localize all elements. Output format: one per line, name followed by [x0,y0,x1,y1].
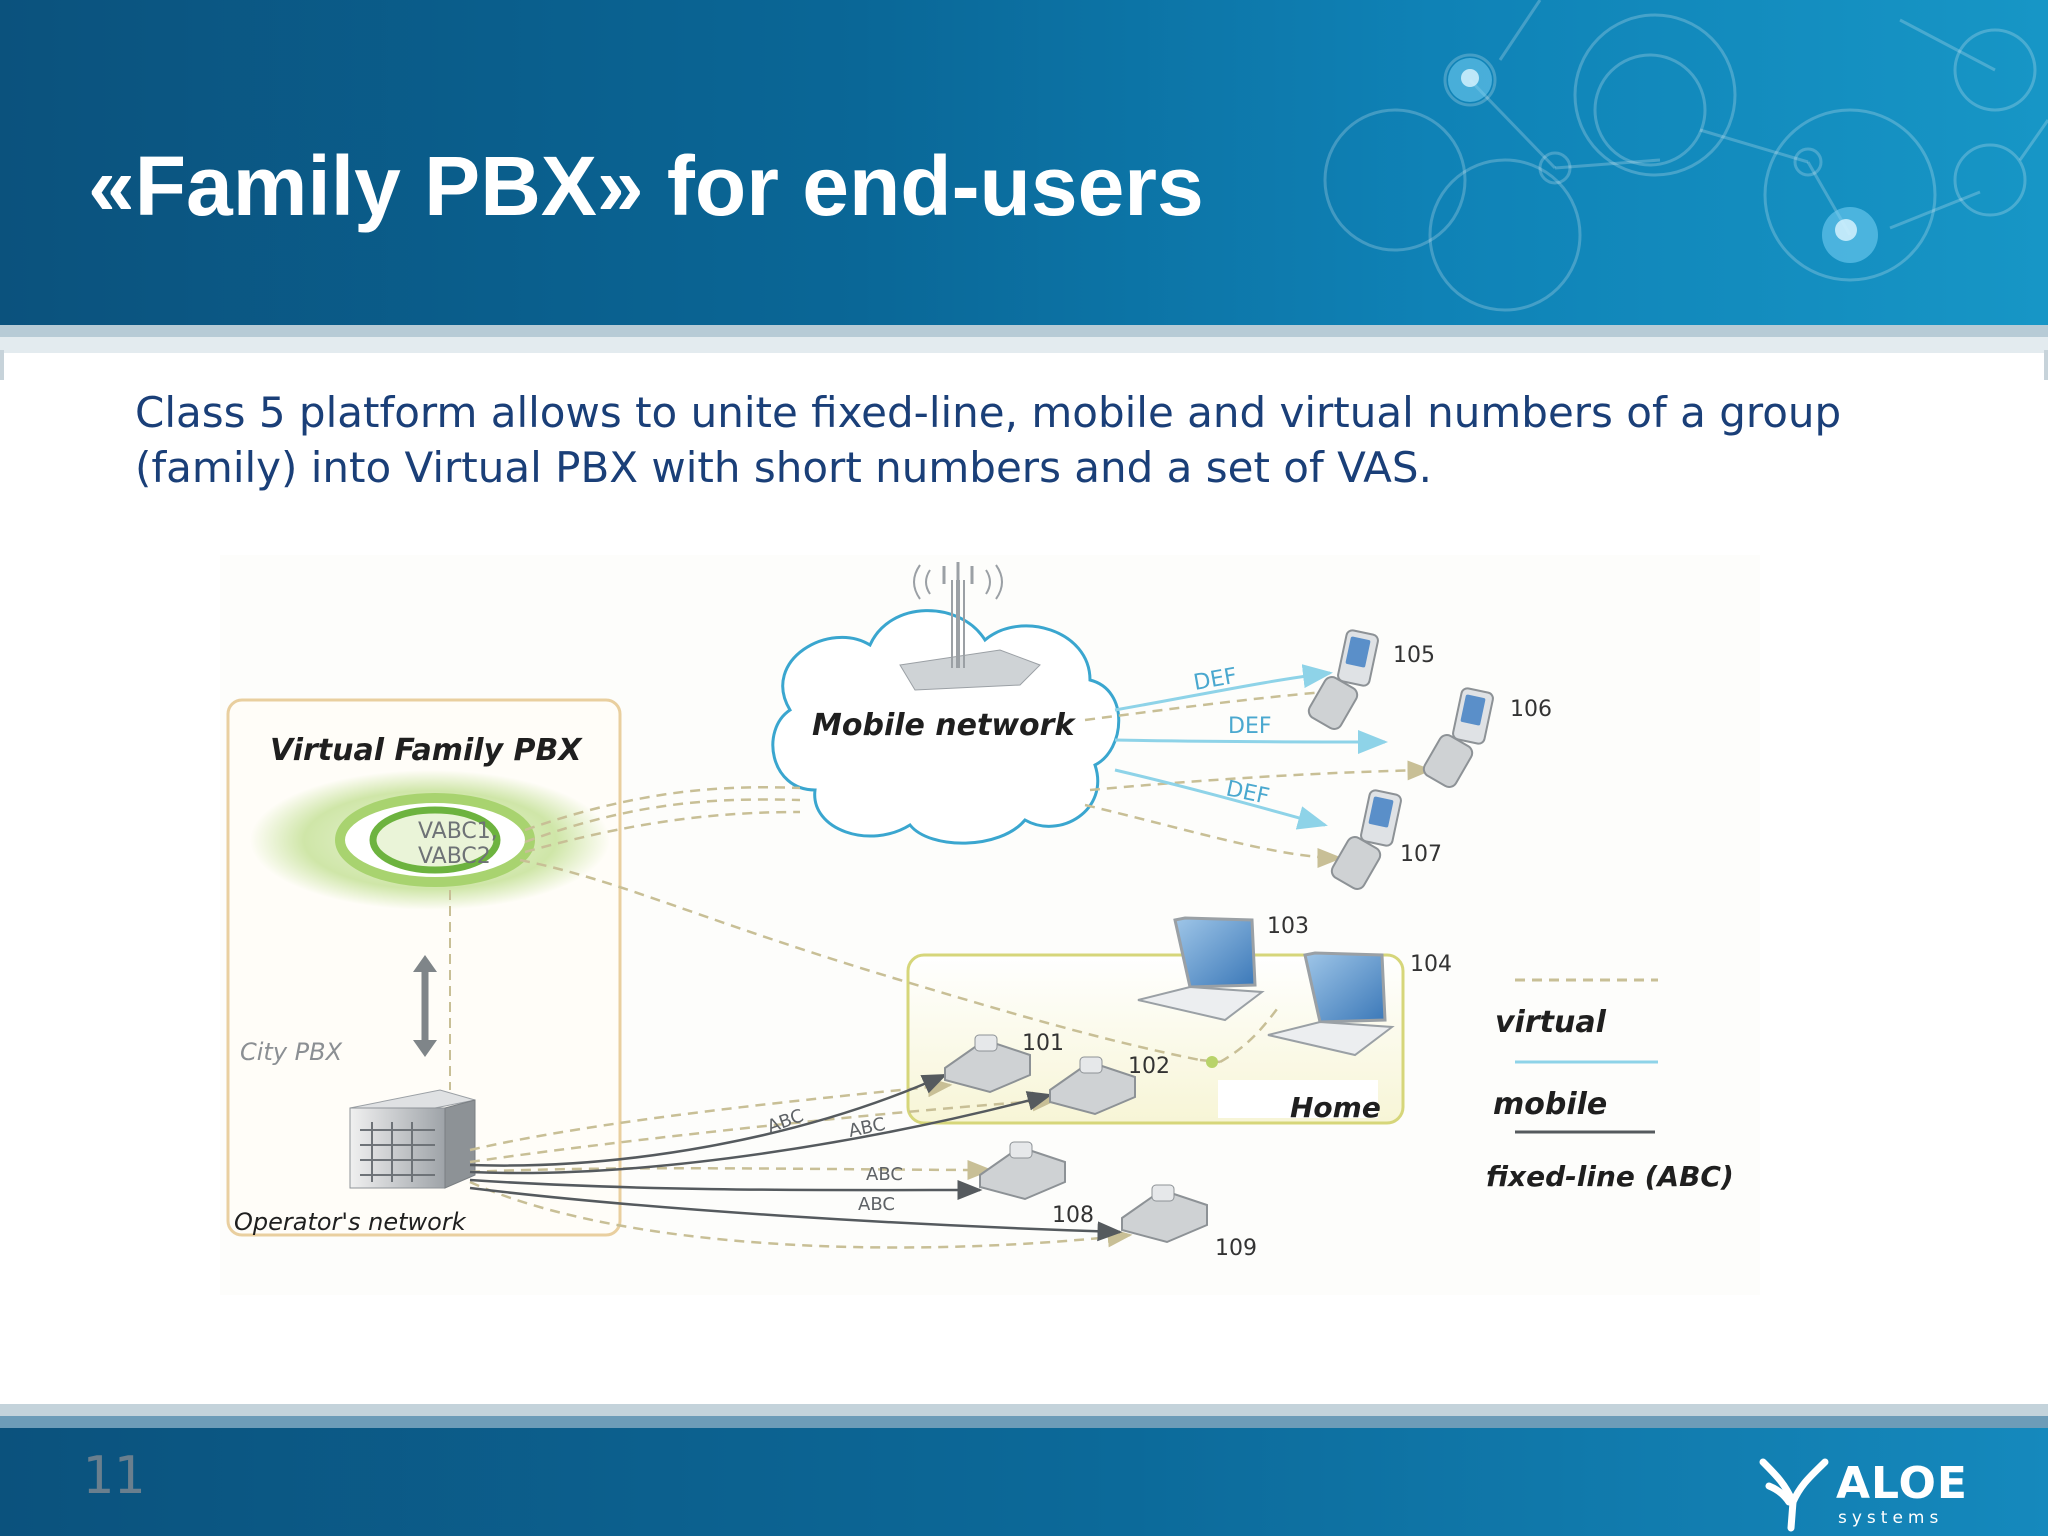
number-104: 104 [1410,952,1452,977]
virtual-pbx-label: Virtual Family PBX [270,733,583,768]
city-pbx-arrow [413,955,437,1057]
number-107: 107 [1400,842,1442,867]
def-label-1: DEF [1192,664,1239,696]
cell-tower-icon [913,562,1003,668]
laptop-103 [1137,916,1265,1022]
fixed-links [469,1073,1123,1242]
header-divider [0,325,2048,337]
def-label-2: DEF [1228,714,1272,739]
operator-switch-icon [349,1089,476,1189]
mobile-phone-106 [1422,687,1494,788]
intro-text: Class 5 platform allows to unite fixed-l… [135,388,1842,492]
logo-text: ALOE [1836,1458,1968,1509]
city-pbx-label: City PBX [240,1038,343,1066]
slide-footer [0,1428,2048,1536]
slide-edge-mark [2044,350,2048,380]
mobile-network-label: Mobile network [812,708,1076,743]
desk-phone-109 [1121,1184,1208,1244]
abc-label-1: ABC [765,1105,807,1137]
abc-label-3: ABC [866,1164,903,1185]
network-diagram: Virtual Family PBX VABC1, VABC2 City PBX… [226,562,1734,1261]
desk-phone-102 [1049,1056,1136,1116]
number-103: 103 [1267,914,1309,939]
number-101: 101 [1022,1031,1064,1056]
footer-divider-light [0,1404,2048,1416]
slide-header: «Family PBX» for end-users [0,0,2048,325]
logo-subtext: systems [1838,1508,1944,1528]
desk-phone-108 [979,1141,1066,1201]
aloe-logo-icon [1759,1458,1829,1532]
number-106: 106 [1510,697,1552,722]
home-box [906,953,1405,1125]
number-108: 108 [1052,1203,1094,1228]
mobile-links [1114,664,1388,830]
page-number: 11 [82,1446,145,1506]
mobile-network-cloud [771,609,1121,845]
slide-title: «Family PBX» for end-users [88,139,1204,233]
number-102: 102 [1128,1054,1170,1079]
home-hub-dot [1206,1056,1218,1068]
laptop-104 [1267,951,1395,1057]
def-label-3: DEF [1224,776,1272,809]
vabc2-label: VABC2 [418,844,491,869]
number-109: 109 [1215,1236,1257,1261]
operators-network-label: Operator's network [234,1208,467,1236]
desk-phone-101 [944,1034,1031,1094]
mobile-phone-105 [1307,629,1379,730]
legend-fixed-label: fixed-line (ABC) [1486,1160,1734,1193]
slide-edge-mark [0,350,4,380]
mobile-phone-107 [1330,789,1402,890]
vabc1-label: VABC1, [418,819,498,844]
molecule-decoration [1323,0,2048,312]
home-label: Home [1290,1091,1381,1124]
legend-virtual-label: virtual [1495,1005,1607,1040]
abc-label-4: ABC [858,1194,895,1215]
number-105: 105 [1393,643,1435,668]
abc-label-2: ABC [847,1114,887,1142]
legend-mobile-label: mobile [1493,1087,1607,1122]
footer-divider [0,1416,2048,1428]
header-divider-light [0,337,2048,353]
